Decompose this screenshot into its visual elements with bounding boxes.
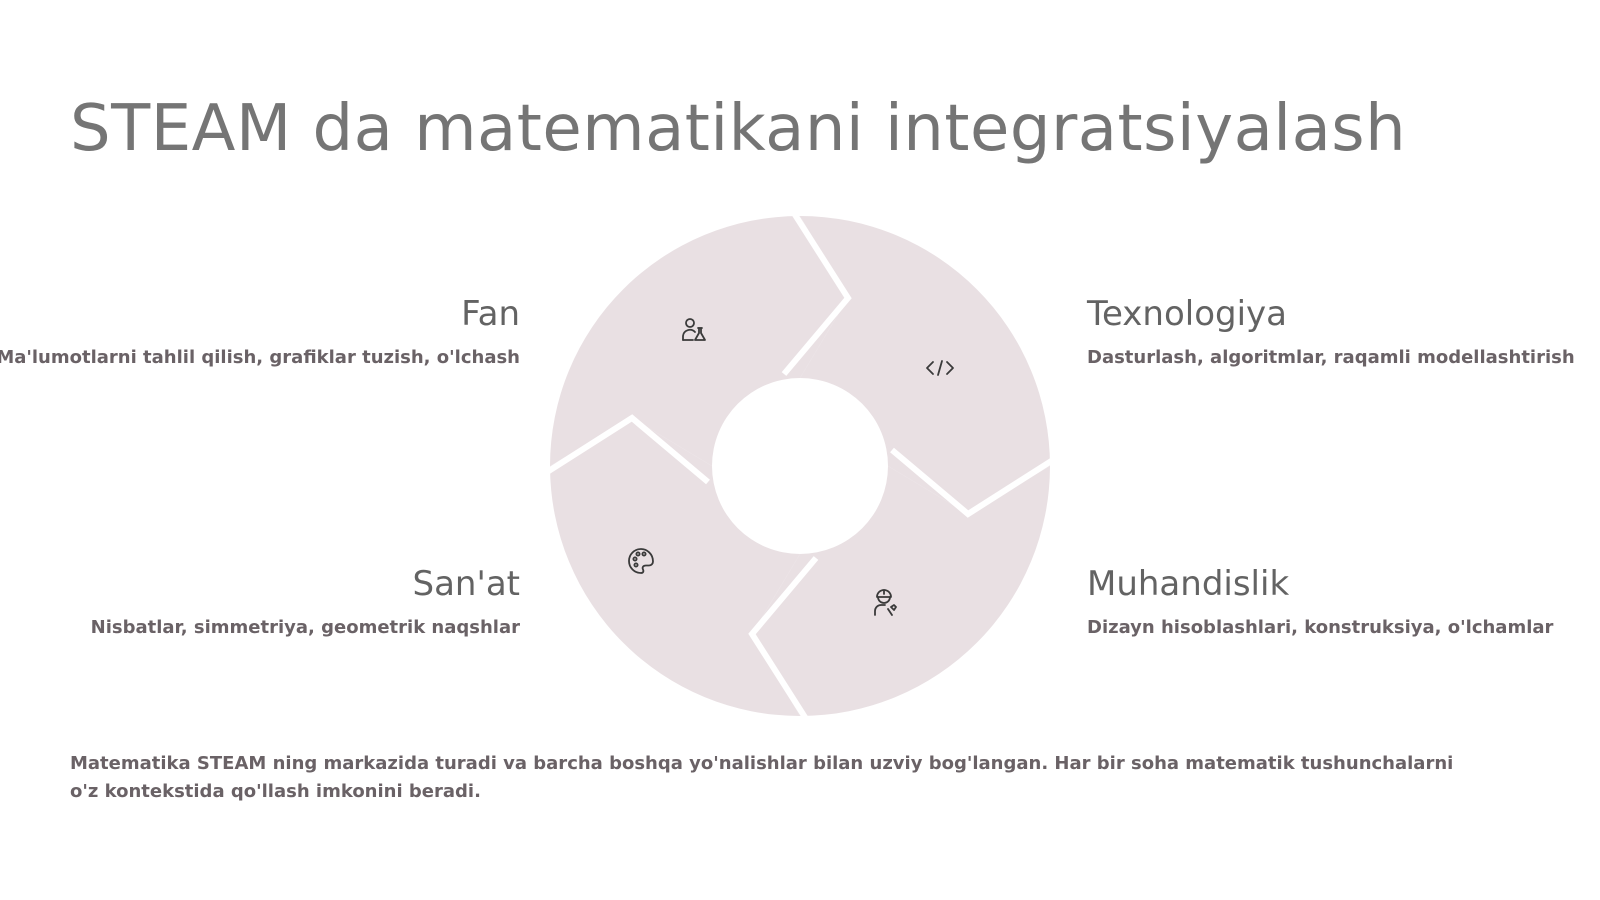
segment-title-fan: Fan: [461, 294, 520, 334]
segment-desc-texnologiya: Dasturlash, algoritmlar, raqamli modella…: [1087, 347, 1575, 368]
segment-desc-muhandislik: Dizayn hisoblashlari, konstruksiya, o'lc…: [1087, 617, 1554, 638]
segment-title-sanat: San'at: [412, 564, 520, 604]
palette-icon: [628, 548, 654, 574]
segment-label-texnologiya: Texnologiya Dasturlash, algoritmlar, raq…: [1087, 292, 1587, 370]
scientist-icon: [682, 318, 706, 341]
code-icon: [926, 360, 954, 376]
cycle-diagram: [548, 214, 1052, 718]
segment-sanat: [550, 418, 800, 716]
footer-text: Matematika STEAM ning markazida turadi v…: [70, 753, 1454, 802]
engineer-icon: [874, 589, 897, 616]
cycle-diagram-svg: [548, 214, 1052, 718]
segment-title-muhandislik: Muhandislik: [1087, 564, 1290, 604]
segment-muhandislik: [752, 466, 1050, 716]
segment-label-sanat: San'at Nisbatlar, simmetriya, geometrik …: [0, 562, 520, 640]
segment-desc-fan: Ma'lumotlarni tahlil qilish, grafiklar t…: [0, 347, 520, 368]
segment-fan: [550, 216, 848, 466]
segment-title-texnologiya: Texnologiya: [1087, 294, 1288, 334]
segment-texnologiya: [800, 216, 1050, 514]
segment-desc-sanat: Nisbatlar, simmetriya, geometrik naqshla…: [90, 617, 520, 638]
page-title: STEAM da matematikani integratsiyalash: [70, 92, 1407, 166]
segment-label-muhandislik: Muhandislik Dizayn hisoblashlari, konstr…: [1087, 562, 1587, 640]
segment-label-fan: Fan Ma'lumotlarni tahlil qilish, grafikl…: [0, 292, 520, 370]
segment-separators: [548, 214, 1052, 718]
